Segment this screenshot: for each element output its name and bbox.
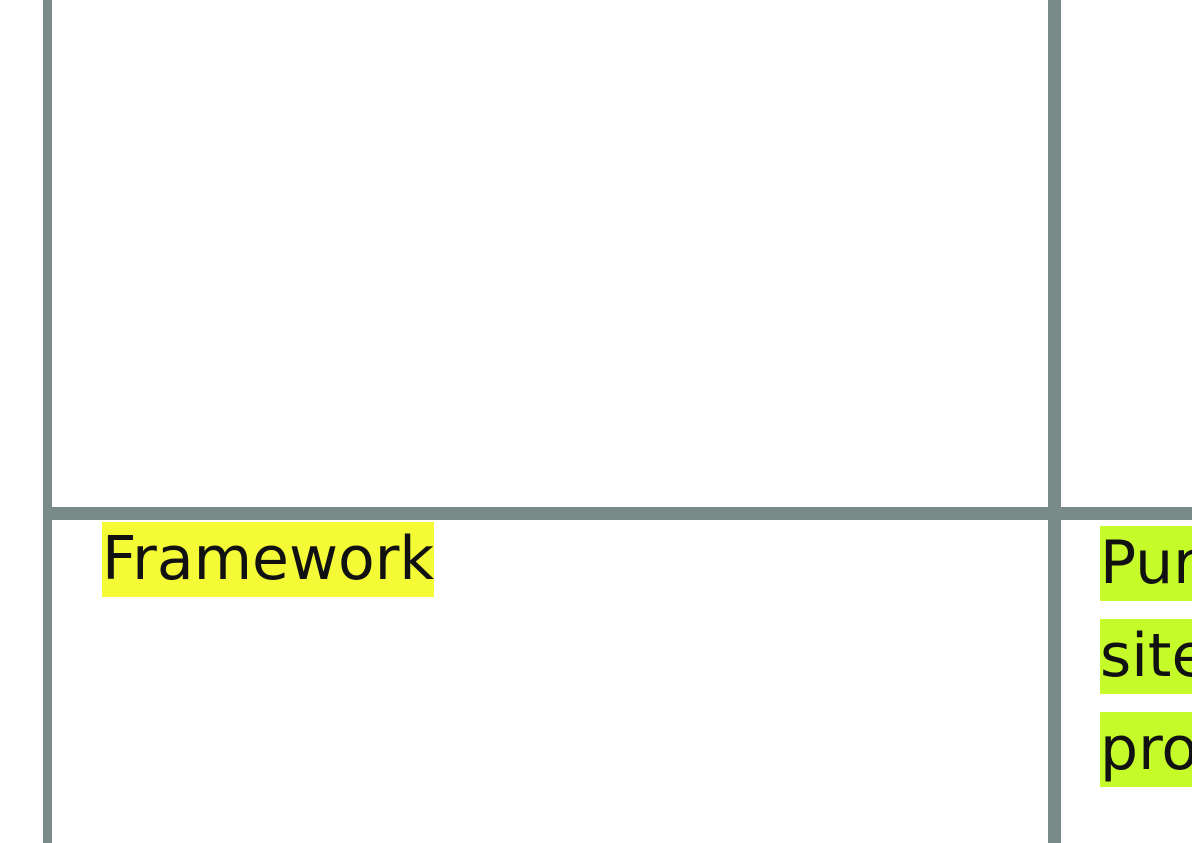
highlighted-text-line: pro [1100,712,1192,787]
highlighted-text-line: site [1100,619,1192,694]
table-row-divider [43,507,1192,520]
table-cell-description: Pur site pro [1100,526,1192,805]
table-border-left [43,0,52,843]
highlighted-text: Framework [102,522,435,597]
highlighted-text-line: Pur [1100,526,1192,601]
table-cell-framework: Framework [102,522,435,597]
table-column-divider [1048,0,1061,843]
